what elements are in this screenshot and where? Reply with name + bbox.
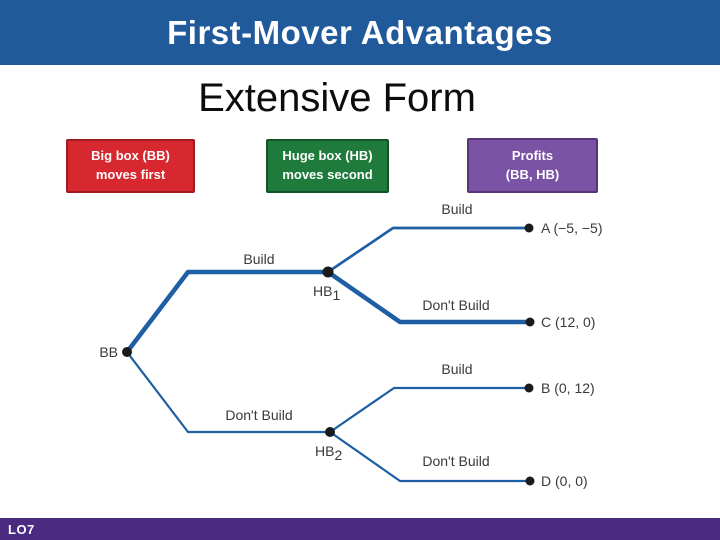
branch-hb1-build bbox=[327, 226, 529, 274]
branch-label-hb2-build: Build bbox=[441, 361, 472, 377]
branch-bb-dont-build bbox=[126, 351, 330, 434]
legend-box-line: moves first bbox=[95, 167, 166, 182]
branch-hb2-build bbox=[329, 386, 529, 433]
outcome-label-c: C (12, 0) bbox=[541, 314, 595, 330]
branch-label-bb-dont-build: Don't Build bbox=[225, 407, 292, 423]
terminal-node-d bbox=[525, 476, 535, 486]
node-hb2 bbox=[325, 427, 335, 437]
branch-label-hb1-build: Build bbox=[441, 201, 472, 217]
legend-box-line: (BB, HB) bbox=[505, 166, 560, 182]
legend-box-big-box: Big box (BB) moves first bbox=[66, 139, 195, 193]
legend-box-line: Huge box (HB) bbox=[282, 148, 373, 164]
node-hb1 bbox=[322, 266, 334, 278]
branch-hb2-dont-build bbox=[329, 431, 530, 483]
outcome-label-b: B (0, 12) bbox=[541, 380, 595, 396]
branch-bb-build bbox=[125, 269, 329, 354]
node-bb bbox=[122, 347, 132, 357]
outcome-label-a: A (−5, −5) bbox=[541, 220, 602, 236]
node-label-hb2: HB2 bbox=[315, 443, 342, 463]
node-label-bb: BB bbox=[99, 344, 118, 360]
legend-box-line: Profits bbox=[511, 147, 554, 163]
learning-objective-label: LO7 bbox=[8, 521, 35, 537]
title-bar: First-Mover Advantages bbox=[0, 0, 720, 65]
legend-box-profits: Profits (BB, HB) bbox=[467, 138, 598, 193]
footer-bar: LO7 bbox=[0, 518, 720, 540]
branch-label-hb2-dont-build: Don't Build bbox=[422, 453, 489, 469]
outcome-label-d: D (0, 0) bbox=[541, 473, 588, 489]
terminal-node-b bbox=[524, 383, 534, 393]
slide-subtitle: Extensive Form bbox=[198, 76, 476, 120]
branch-label-hb1-dont-build: Don't Build bbox=[422, 297, 489, 313]
terminal-node-c bbox=[525, 317, 535, 327]
legend-box-huge-box: Huge box (HB) moves second bbox=[266, 139, 389, 193]
branch-hb1-dont-build bbox=[326, 270, 530, 325]
branch-label-bb-build: Build bbox=[243, 251, 274, 267]
legend-box-line: Big box (BB) bbox=[91, 148, 170, 164]
node-label-hb1: HB1 bbox=[313, 283, 340, 303]
slide-title: First-Mover Advantages bbox=[167, 13, 553, 51]
terminal-node-a bbox=[524, 223, 534, 233]
legend-box-line: moves second bbox=[282, 167, 373, 182]
